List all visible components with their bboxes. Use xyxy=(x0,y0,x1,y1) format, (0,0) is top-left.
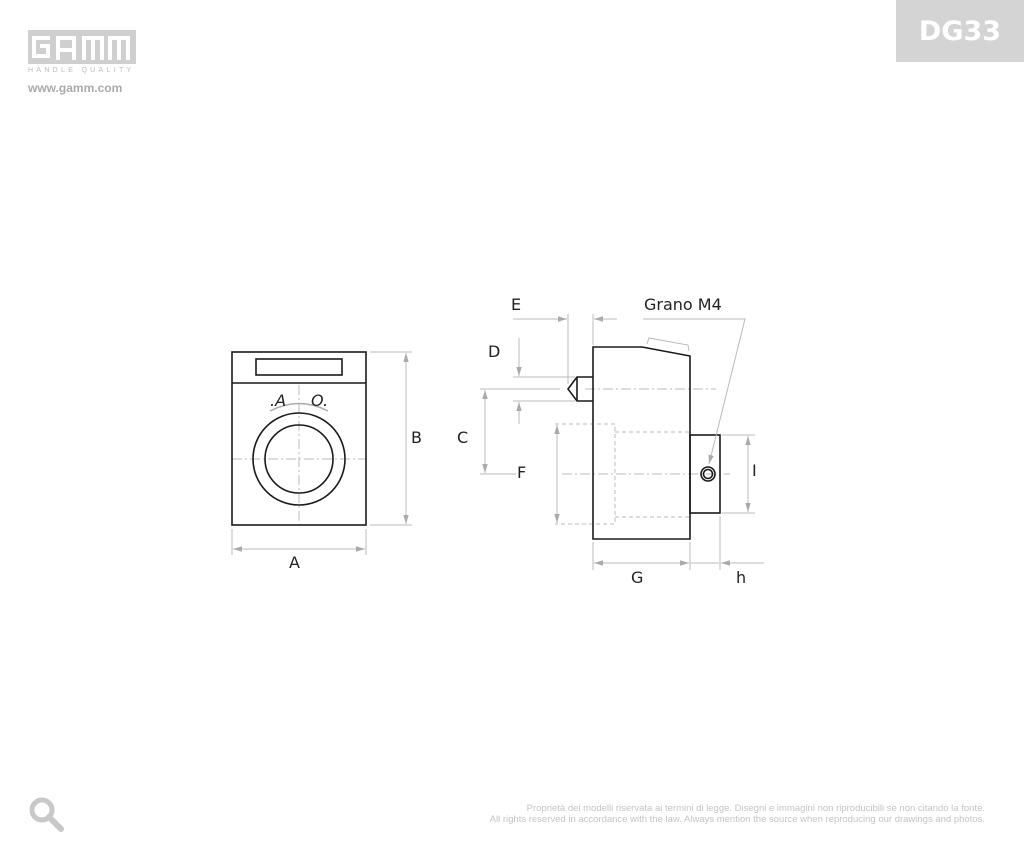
callout-grano-m4: Grano M4 xyxy=(644,295,722,314)
dim-label-i: I xyxy=(752,461,757,480)
copyright-notice: Proprietà dei modelli riservata ai termi… xyxy=(490,803,985,825)
mark-o: O. xyxy=(311,391,328,410)
dim-label-b: B xyxy=(411,428,422,447)
dim-label-e: E xyxy=(511,295,521,314)
side-view: E D C F G h I Grano M4 xyxy=(457,295,764,587)
logo-tagline: HANDLE QUALITY xyxy=(28,67,135,74)
dim-label-d: D xyxy=(488,342,500,361)
copyright-italian: Proprietà dei modelli riservata ai termi… xyxy=(526,803,985,814)
dim-label-c: C xyxy=(457,428,468,447)
dim-label-f: F xyxy=(517,463,526,482)
front-view: .A O. B A xyxy=(231,351,422,572)
dim-label-g: G xyxy=(631,568,643,587)
dim-label-a: A xyxy=(289,553,300,572)
mark-a: .A xyxy=(270,391,286,410)
gamm-logo xyxy=(28,30,136,64)
product-code-badge: DG33 xyxy=(896,0,1024,62)
magnifier-icon[interactable] xyxy=(28,796,66,834)
dim-label-h: h xyxy=(736,568,746,587)
website-link[interactable]: www.gamm.com xyxy=(28,81,123,95)
copyright-english: All rights reserved in accordance with t… xyxy=(489,814,985,825)
